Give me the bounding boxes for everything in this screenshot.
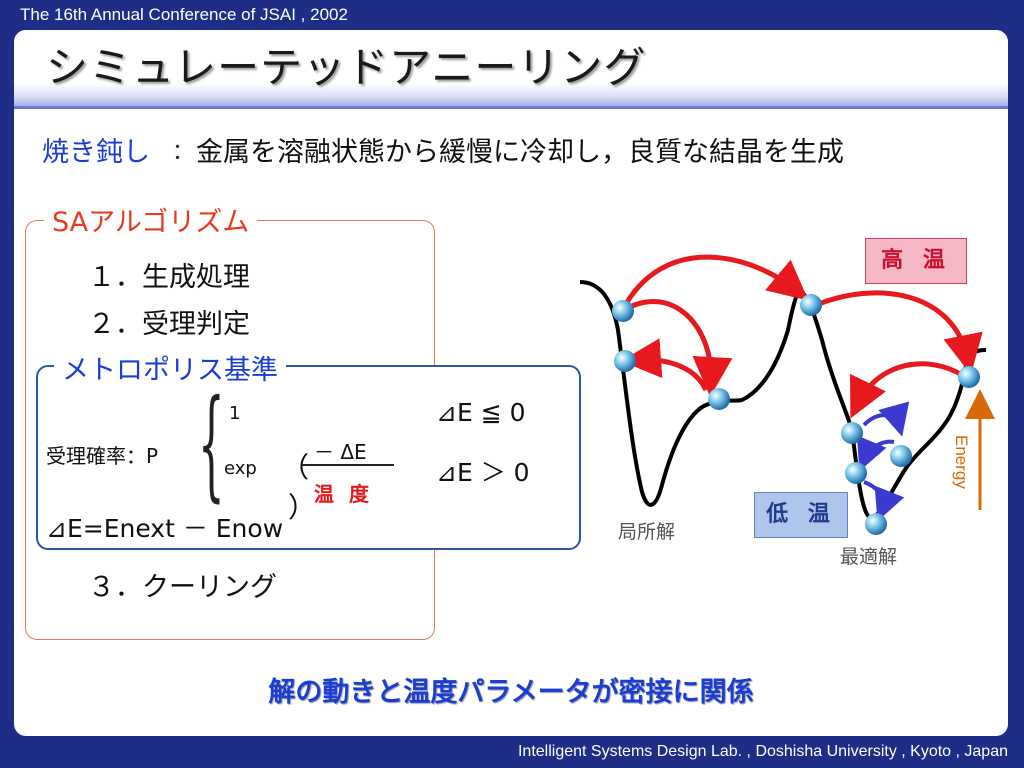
annealing-colon: ： [172,140,195,165]
low-temp-arrow-2 [856,435,895,472]
paren-close: ） [288,491,317,524]
fraction-denominator: 温 度 [314,482,373,506]
step-acceptance: ２．受理判定 [88,309,250,340]
step-cooling: ３．クーリング [88,572,277,603]
exp-label: exp [224,458,257,479]
sa-algorithm-title: SAアルゴリズム [44,200,258,239]
paren-open: （ [281,451,310,484]
case-one-value: 1 [229,403,241,424]
summary-message: 解の動きと温度パラメータが密接に関係 [268,677,754,708]
ball-9 [865,513,887,535]
metropolis-box [36,365,581,550]
high-temp-arrow-1 [619,254,809,313]
condition-gt-zero: ⊿E ＞ 0 [436,458,530,487]
condition-le-zero: ⊿E ≦ 0 [436,398,526,427]
slide: シミュレーテッドアニーリング 焼き鈍し ： 金属を溶融状態から緩慢に冷却し，良質… [14,30,1008,736]
energy-axis-label: Energy [952,435,971,489]
delta-e-definition: ⊿E=Enext － Enow [46,514,284,543]
cases-brace: { [198,375,225,514]
high-temp-arrow-4 [813,290,983,375]
metropolis-title: メトロポリス基準 [54,348,286,387]
ball-7 [890,445,912,467]
high-temp-arrow-5 [850,361,964,419]
low-temperature-badge: 低 温 [754,492,848,538]
step-generation: １．生成処理 [88,262,250,293]
high-temp-arrow-2 [620,298,733,397]
energy-landscape-diagram [579,254,995,535]
energy-curve [579,280,987,520]
fraction-line [302,464,394,466]
low-temp-arrow-1 [862,401,910,437]
ball-1 [612,300,634,322]
title-band: シミュレーテッドアニーリング [14,30,1008,109]
local-solution-label: 局所解 [618,521,676,543]
slide-title: シミュレーテッドアニーリング [46,43,647,92]
high-temperature-badge: 高 温 [865,238,967,284]
ball-2 [614,350,636,372]
fraction-numerator: － ΔE [314,440,367,464]
ball-3 [708,388,730,410]
ball-5 [958,366,980,388]
lab-footer: Intelligent Systems Design Lab. , Doshis… [517,743,1008,760]
high-temp-arrow-3 [621,338,709,392]
ball-4 [800,294,822,316]
low-temp-arrow-3 [863,480,905,522]
annealing-term: 焼き鈍し [42,137,150,168]
annealing-definition: 金属を溶融状態から緩慢に冷却し，良質な結晶を生成 [196,137,844,168]
acceptance-probability-label: 受理確率：P [46,444,159,468]
optimal-solution-label: 最適解 [840,546,898,568]
conference-header: The 16th Annual Conference of JSAI , 200… [20,5,348,24]
ball-6 [841,422,863,444]
ball-8 [845,462,867,484]
